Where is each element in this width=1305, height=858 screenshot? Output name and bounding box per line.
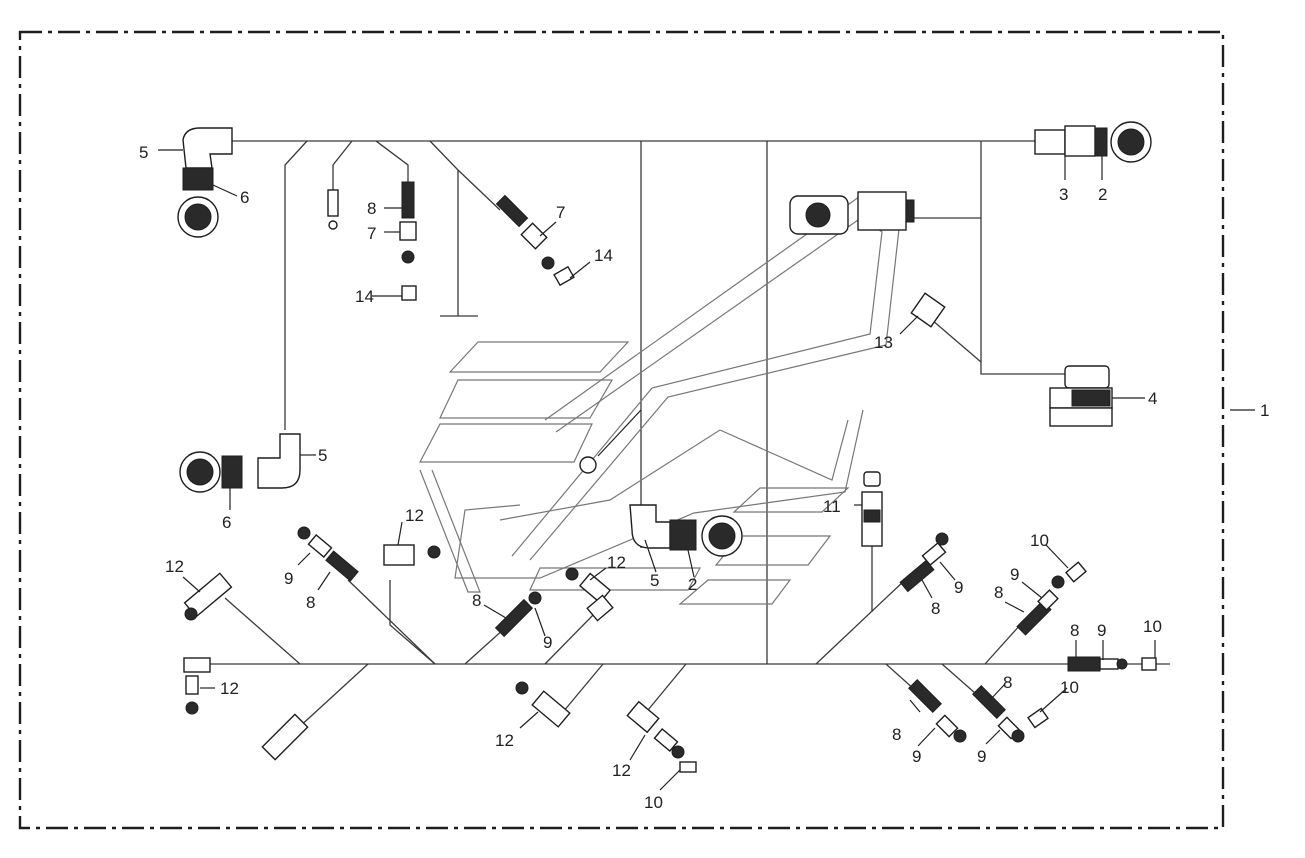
label-10: 10 [1030, 531, 1049, 550]
fuse-holder-item-11 [861, 471, 883, 547]
label-1: 1 [1260, 401, 1269, 420]
socket-connector-center-right [789, 191, 915, 235]
round-connector-top-right [1034, 121, 1152, 163]
label-10: 10 [1143, 617, 1162, 636]
label-7: 7 [556, 203, 565, 222]
callout-labels: 1 2 2 3 4 5 5 5 6 6 7 7 8 8 8 8 8 8 8 8 … [139, 143, 1269, 812]
harness-wires [205, 140, 1170, 741]
label-8: 8 [367, 199, 376, 218]
label-12: 12 [220, 679, 239, 698]
label-12: 12 [165, 557, 184, 576]
label-8: 8 [994, 583, 1003, 602]
label-6: 6 [222, 513, 231, 532]
label-8: 8 [1003, 673, 1012, 692]
label-8: 8 [931, 599, 940, 618]
label-14: 14 [594, 246, 613, 265]
label-7: 7 [367, 224, 376, 243]
label-12: 12 [495, 731, 514, 750]
label-12: 12 [405, 506, 424, 525]
relay-item-13 [910, 292, 946, 328]
label-5: 5 [650, 571, 659, 590]
label-9: 9 [1097, 621, 1106, 640]
label-14: 14 [355, 287, 374, 306]
assembly-boundary [18, 30, 1225, 830]
label-9: 9 [977, 747, 986, 766]
label-10: 10 [1060, 678, 1079, 697]
label-5: 5 [318, 446, 327, 465]
label-6: 6 [240, 188, 249, 207]
label-8: 8 [1070, 621, 1079, 640]
elbow-connector-center [629, 504, 743, 557]
label-9: 9 [912, 747, 921, 766]
label-9: 9 [1010, 565, 1019, 584]
leader-lines [158, 149, 1255, 791]
label-12: 12 [607, 553, 626, 572]
label-13: 13 [874, 333, 893, 352]
label-5: 5 [139, 143, 148, 162]
ring-terminal [579, 409, 642, 474]
label-8: 8 [472, 591, 481, 610]
label-11: 11 [823, 497, 841, 516]
label-9: 9 [543, 633, 552, 652]
label-2: 2 [688, 575, 697, 594]
label-9: 9 [954, 578, 963, 597]
multi-pin-connector-item-4 [1049, 365, 1113, 427]
label-4: 4 [1148, 389, 1157, 408]
label-12: 12 [612, 761, 631, 780]
label-8: 8 [306, 593, 315, 612]
label-9: 9 [284, 569, 293, 588]
elbow-connector-top-left [177, 127, 233, 238]
inline-connectors [183, 181, 1157, 773]
label-3: 3 [1059, 185, 1068, 204]
label-2: 2 [1098, 185, 1107, 204]
elbow-connector-left-mid [179, 433, 301, 493]
label-10: 10 [644, 793, 663, 812]
label-8: 8 [892, 725, 901, 744]
